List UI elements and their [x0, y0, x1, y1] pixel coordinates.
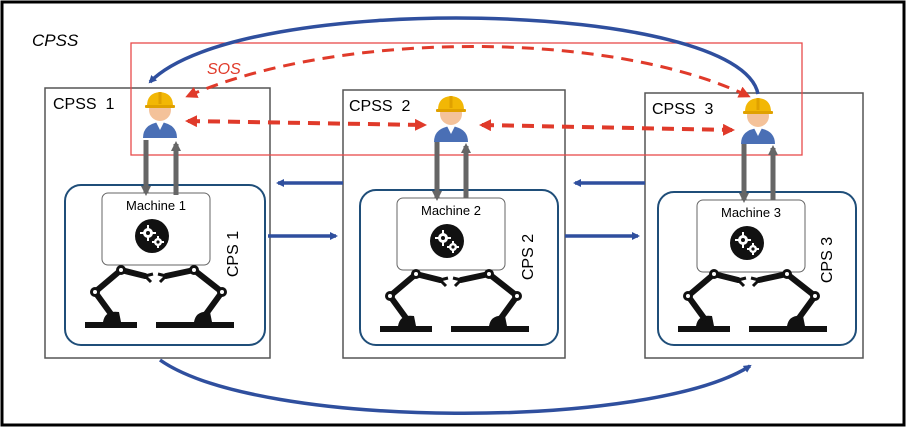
- machine-label-2: Machine 2: [421, 203, 481, 218]
- robot-arm-icon: [156, 265, 234, 328]
- cps-label-1: CPS 1: [225, 231, 242, 277]
- robot-arm-icon: [749, 269, 827, 332]
- cpss-label-1: CPSS 1: [53, 96, 114, 113]
- gear-icon: [730, 226, 764, 260]
- worker-icon: [434, 96, 468, 142]
- cps-label-3: CPS 3: [819, 237, 836, 283]
- worker-icon: [143, 92, 177, 138]
- blue-arrow-1-to-3-bottom: [158, 358, 752, 415]
- sos-label: SOS: [207, 61, 241, 78]
- cps-label-2: CPS 2: [520, 234, 537, 280]
- sos-arrow-1-3: [185, 45, 751, 98]
- outer-cpss-label: CPSS: [32, 31, 79, 50]
- gear-icon: [430, 224, 464, 258]
- cpss-box-3: [644, 92, 864, 359]
- robot-arm-icon: [85, 265, 154, 328]
- robot-arm-icon: [380, 269, 449, 332]
- blue-arrow-3-to-1-top: [148, 16, 760, 95]
- gear-icon: [135, 219, 169, 253]
- robot-arm-icon: [451, 269, 529, 332]
- cpss-box-1: [44, 87, 271, 359]
- worker-icon: [741, 98, 775, 144]
- sos-arrow-2-3: [479, 119, 735, 136]
- robot-arm-icon: [678, 269, 747, 332]
- cpss-label-2: CPSS 2: [349, 98, 410, 115]
- machine-label-3: Machine 3: [721, 205, 781, 220]
- cpss-label-3: CPSS 3: [652, 101, 713, 118]
- machine-label-1: Machine 1: [126, 198, 186, 213]
